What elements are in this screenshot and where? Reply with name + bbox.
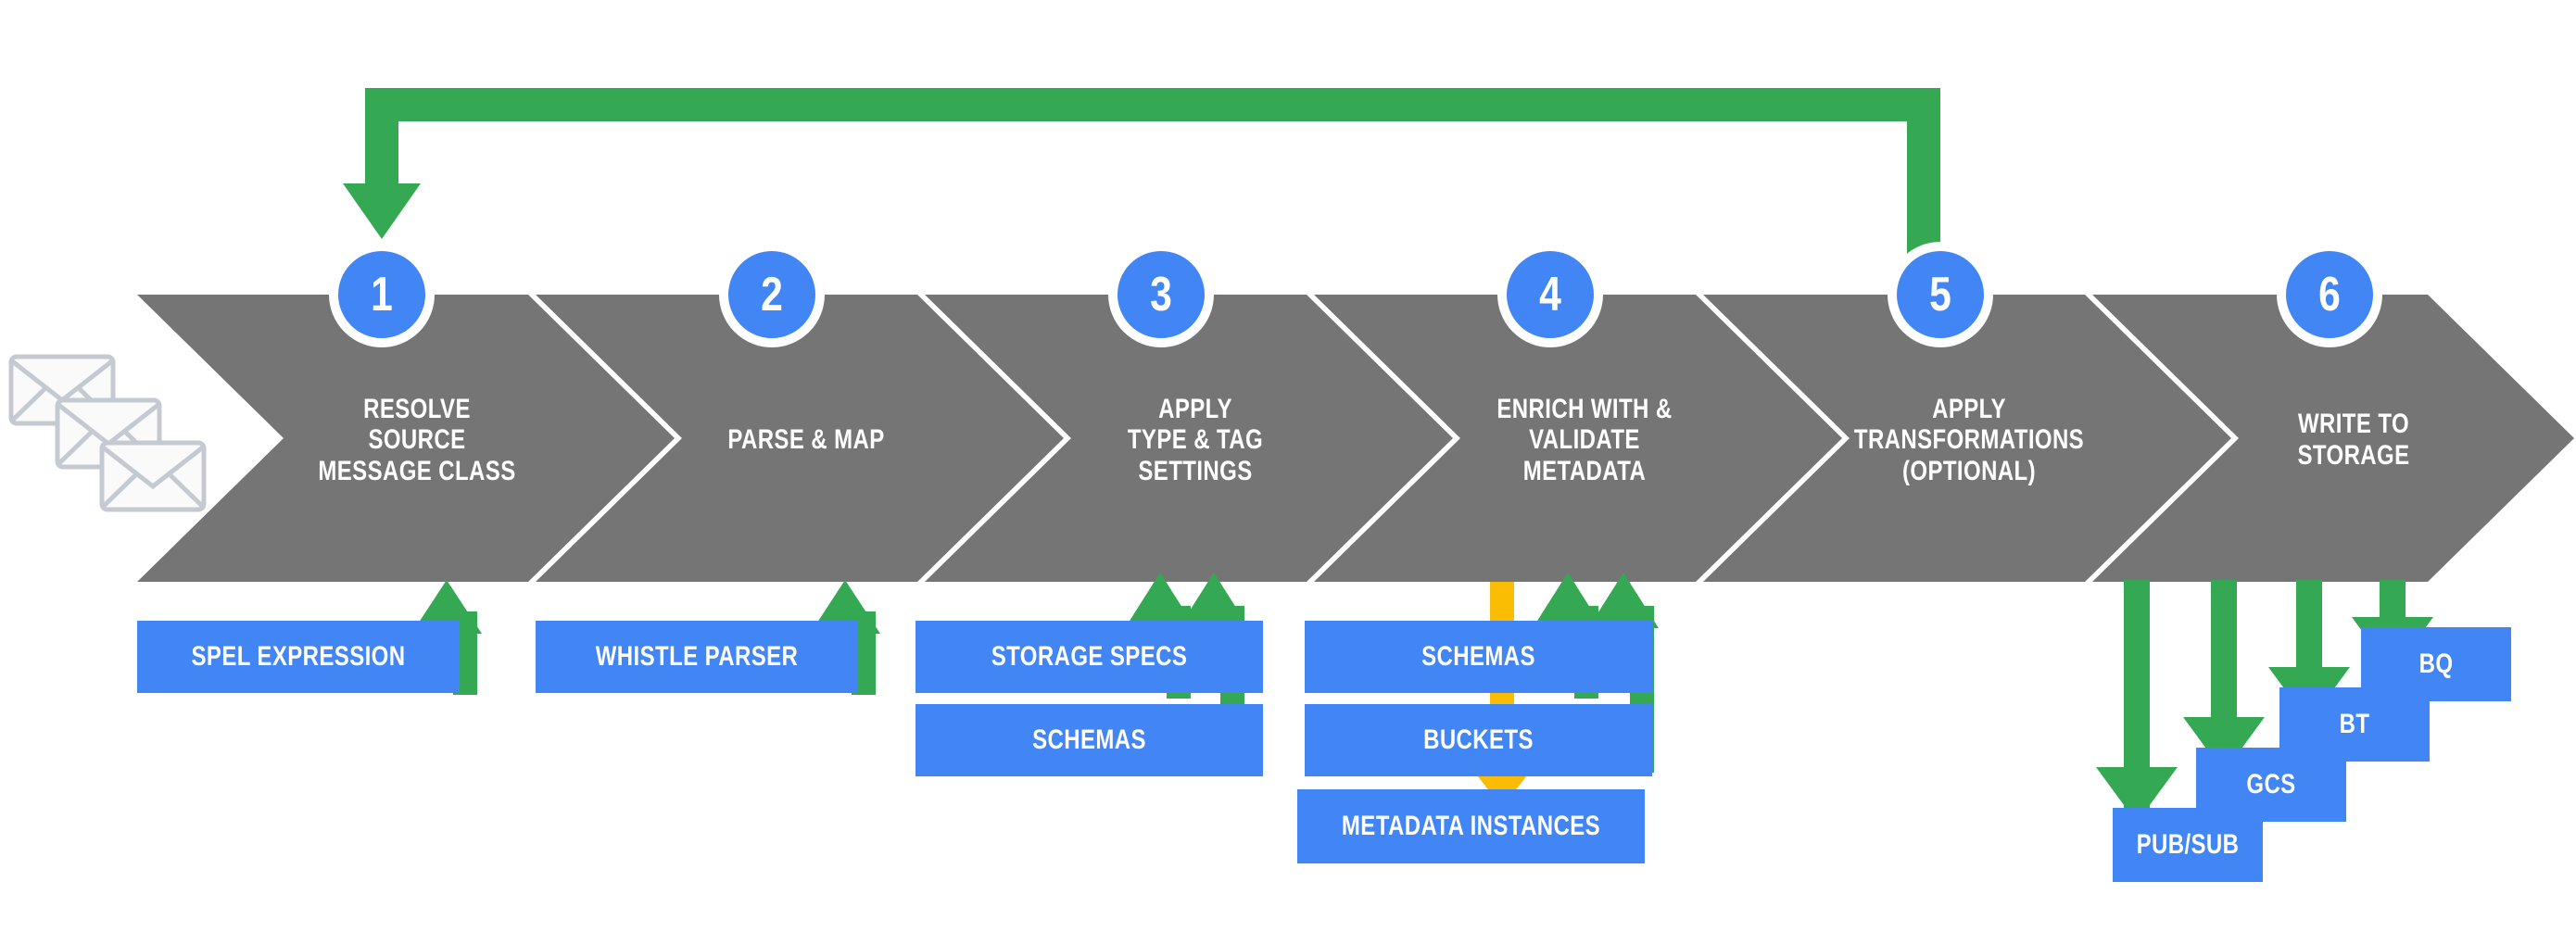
- step-number-3: 3: [1150, 268, 1172, 321]
- step-circle-3: [1108, 242, 1214, 347]
- chevron-step-3: [925, 295, 1453, 582]
- step-circle-2: [719, 242, 825, 347]
- chevron-step-1: [137, 295, 675, 582]
- resource-box-buckets: [1305, 704, 1652, 776]
- down-arrow-pubsub: [2096, 580, 2178, 823]
- chevron-step-4: [1314, 295, 1842, 582]
- step-number-2: 2: [761, 268, 783, 321]
- step-circle-5: [1888, 242, 1993, 347]
- envelopes-icon: [8, 354, 207, 512]
- down-arrow-gcs: [2183, 580, 2265, 773]
- chevron-step-2: [536, 295, 1064, 582]
- resource-box-spel: [137, 621, 460, 693]
- resource-box-schemas3: [915, 704, 1263, 776]
- resource-box-group[interactable]: [137, 621, 1652, 863]
- resource-box-metadata: [1297, 789, 1645, 863]
- step-number-6: 6: [2318, 268, 2341, 321]
- storage-box-bq: [2361, 627, 2511, 701]
- chevron-band-group: [137, 295, 2574, 582]
- resource-box-schemas4: [1305, 621, 1652, 693]
- step-circle-1: [329, 242, 435, 347]
- step-number-5: 5: [1929, 268, 1951, 321]
- storage-box-group[interactable]: [2113, 627, 2511, 882]
- resource-box-storage: [915, 621, 1263, 693]
- step-circle-4: [1497, 242, 1603, 347]
- step-number-4: 4: [1539, 268, 1561, 321]
- chevron-step-5: [1703, 295, 2231, 582]
- resource-box-whistle: [536, 621, 858, 693]
- feedback-loop-arrow: [343, 88, 1940, 283]
- step-circle-group[interactable]: [329, 242, 2382, 347]
- storage-down-arrow-group: [2096, 580, 2433, 823]
- step-number-1: 1: [371, 268, 393, 321]
- step-circle-6: [2277, 242, 2382, 347]
- chevron-step-6: [2092, 295, 2574, 582]
